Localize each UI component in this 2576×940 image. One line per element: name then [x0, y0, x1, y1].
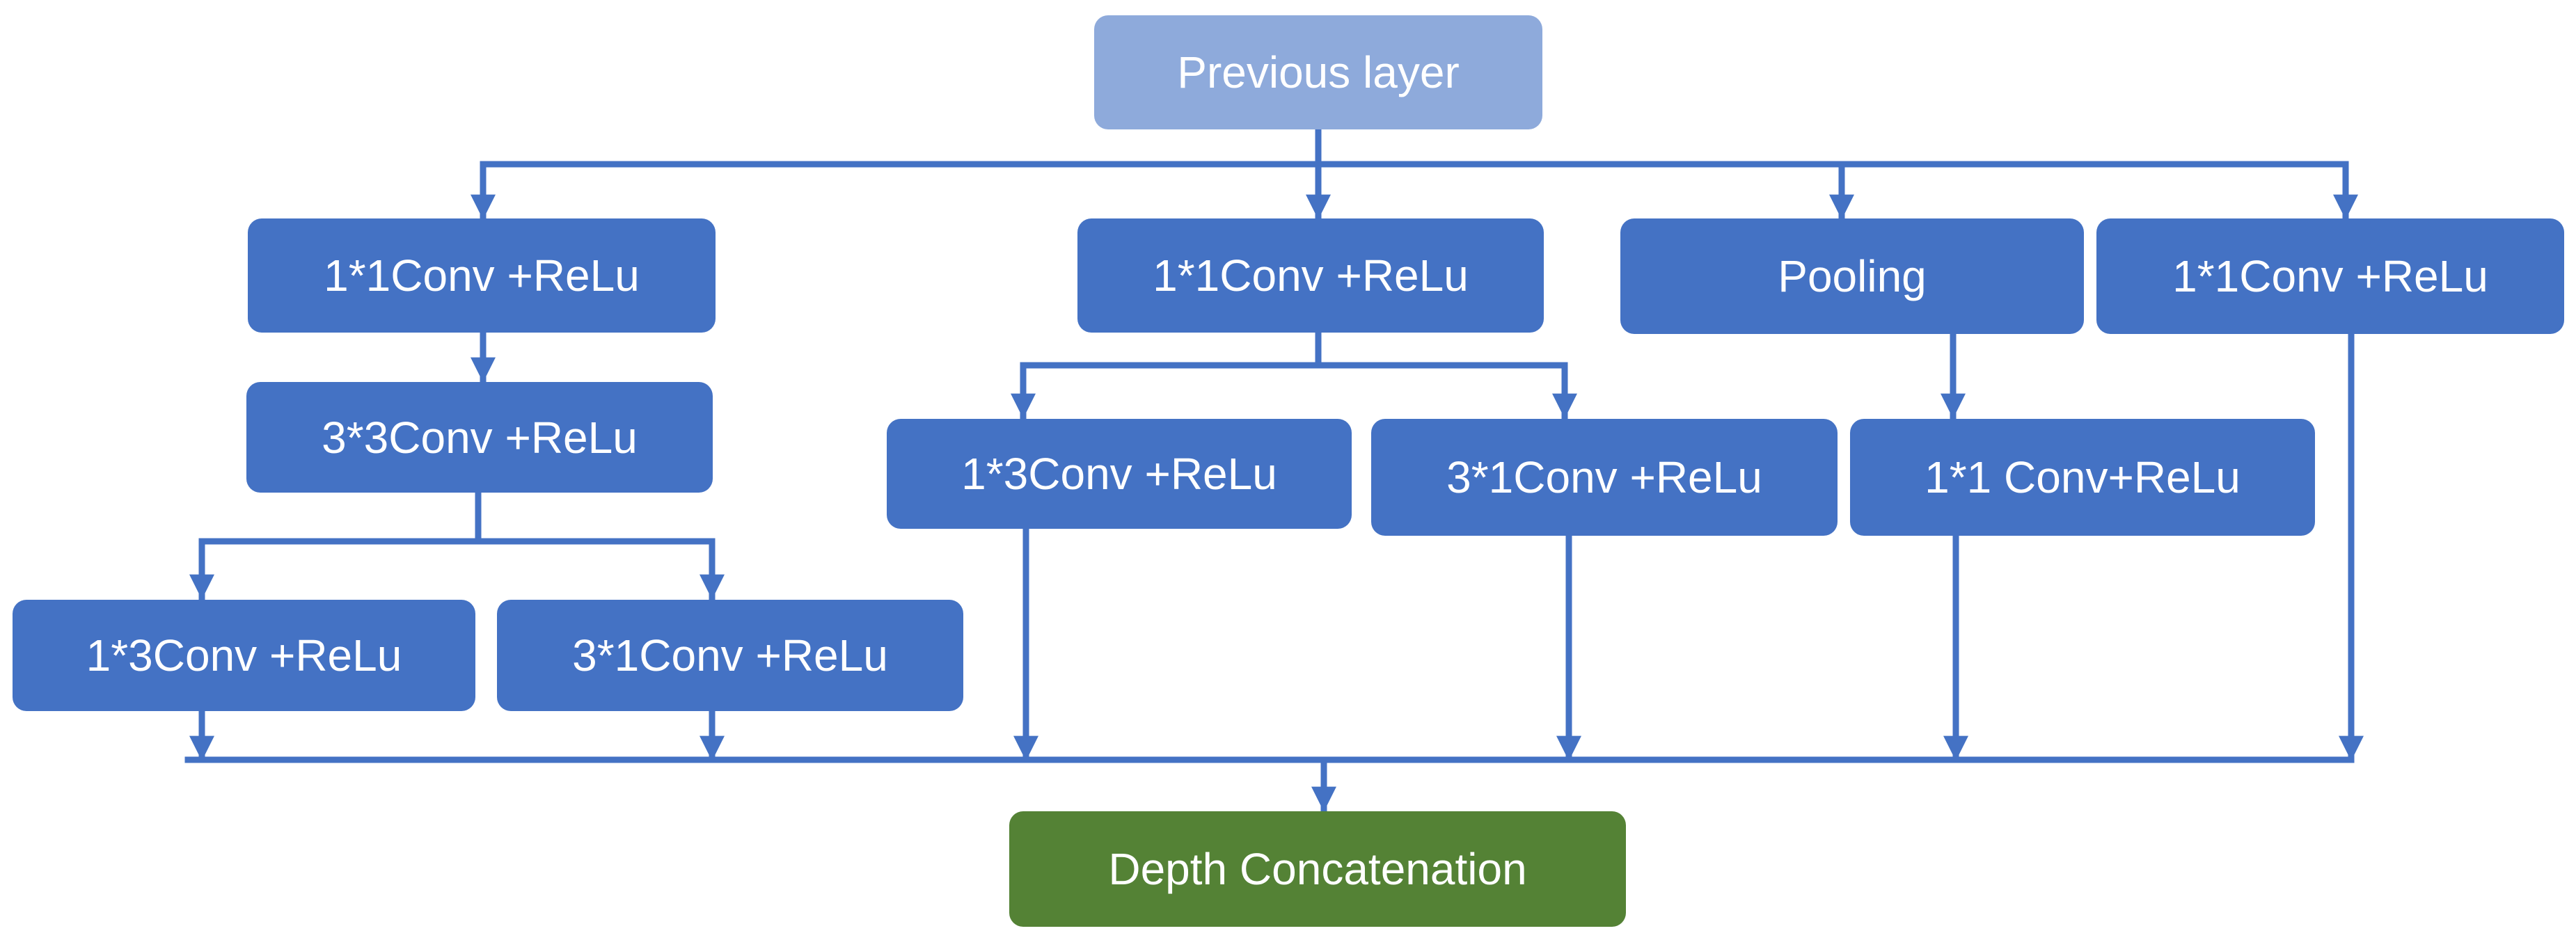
- branch2-conv1x3-relu-node: 1*3Conv +ReLu: [887, 419, 1352, 529]
- branch3-conv1x1-relu-node: 1*1 Conv+ReLu: [1850, 419, 2315, 536]
- branch2-conv3x1-relu-node: 3*1Conv +ReLu: [1371, 419, 1838, 536]
- branch1-conv1x3-relu-node: 1*3Conv +ReLu: [13, 600, 475, 711]
- branch1-conv3x1-relu-node: 3*1Conv +ReLu: [497, 600, 963, 711]
- branch1-conv1x1-relu-node: 1*1Conv +ReLu: [248, 218, 716, 333]
- depth-concatenation-node: Depth Concatenation: [1009, 811, 1626, 927]
- branch4-conv1x1-relu-node: 1*1Conv +ReLu: [2096, 218, 2564, 334]
- branch1-conv3x3-relu-node: 3*3Conv +ReLu: [246, 382, 713, 493]
- branch2-conv1x1-relu-node: 1*1Conv +ReLu: [1077, 218, 1544, 333]
- branch3-pooling-node: Pooling: [1620, 218, 2084, 334]
- previous-layer-node: Previous layer: [1094, 15, 1542, 129]
